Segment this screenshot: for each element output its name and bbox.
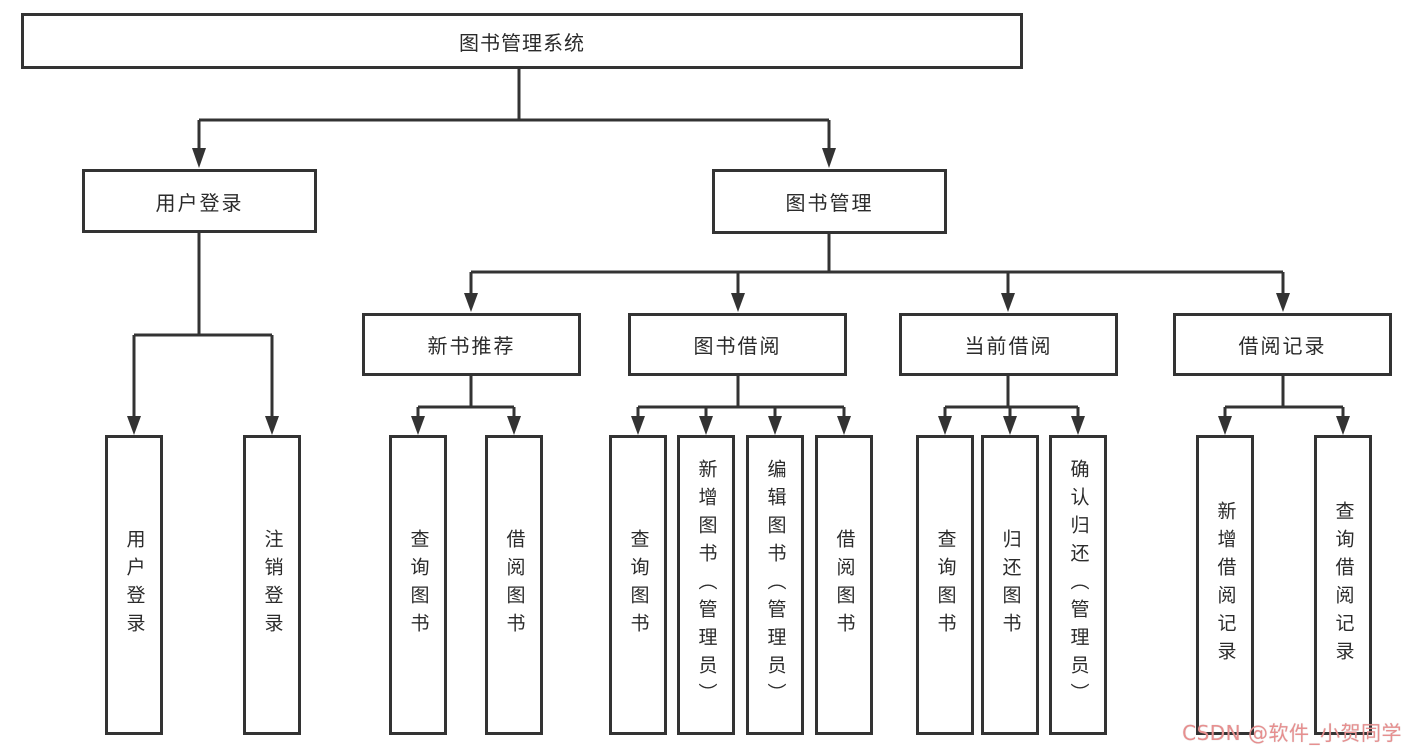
node-new-book-recommend-label: 新书推荐 (427, 334, 516, 358)
leaf-query-borrow-record: 查询借阅记录 (1314, 435, 1372, 735)
leaf-borrow-books: 借阅图书 (815, 435, 873, 735)
leaf-confirm-return-admin-label: 确认归还（管理员） (1067, 459, 1090, 711)
leaf-borrow-books-recommend-label: 借阅图书 (503, 529, 526, 641)
leaf-user-login-label: 用户登录 (123, 529, 146, 641)
node-library-management-system: 图书管理系统 (21, 13, 1023, 69)
node-current-borrowing: 当前借阅 (899, 313, 1118, 376)
leaf-query-books-recommend-label: 查询图书 (407, 529, 430, 641)
leaf-confirm-return-admin: 确认归还（管理员） (1049, 435, 1107, 735)
node-book-management: 图书管理 (712, 169, 947, 234)
node-borrowing-records-label: 借阅记录 (1238, 334, 1327, 358)
leaf-add-books-admin: 新增图书（管理员） (677, 435, 735, 735)
csdn-watermark-text: CSDN @软件_小贺同学 (1182, 721, 1402, 745)
node-new-book-recommend: 新书推荐 (362, 313, 581, 376)
leaf-query-books-current-label: 查询图书 (934, 529, 957, 641)
leaf-edit-books-admin-label: 编辑图书（管理员） (764, 459, 787, 711)
node-user-login-label: 用户登录 (155, 190, 244, 215)
leaf-return-books-label: 归还图书 (999, 529, 1022, 641)
leaf-borrow-books-label: 借阅图书 (833, 529, 856, 641)
leaf-query-books-borrowing: 查询图书 (609, 435, 667, 735)
leaf-add-borrow-record-label: 新增借阅记录 (1214, 501, 1237, 669)
node-library-management-system-label: 图书管理系统 (459, 30, 585, 55)
leaf-add-borrow-record: 新增借阅记录 (1196, 435, 1254, 735)
leaf-query-books-borrowing-label: 查询图书 (627, 529, 650, 641)
leaf-add-books-admin-label: 新增图书（管理员） (695, 459, 718, 711)
leaf-logout: 注销登录 (243, 435, 301, 735)
leaf-query-borrow-record-label: 查询借阅记录 (1332, 501, 1355, 669)
leaf-return-books: 归还图书 (981, 435, 1039, 735)
leaf-query-books-recommend: 查询图书 (389, 435, 447, 735)
node-user-login: 用户登录 (82, 169, 317, 233)
node-book-borrowing: 图书借阅 (628, 313, 847, 376)
leaf-user-login: 用户登录 (105, 435, 163, 735)
leaf-borrow-books-recommend: 借阅图书 (485, 435, 543, 735)
node-book-management-label: 图书管理 (785, 191, 874, 215)
leaf-query-books-current: 查询图书 (916, 435, 974, 735)
node-borrowing-records: 借阅记录 (1173, 313, 1392, 376)
node-current-borrowing-label: 当前借阅 (964, 334, 1053, 358)
node-book-borrowing-label: 图书借阅 (693, 334, 782, 358)
leaf-edit-books-admin: 编辑图书（管理员） (746, 435, 804, 735)
leaf-logout-label: 注销登录 (261, 529, 284, 641)
